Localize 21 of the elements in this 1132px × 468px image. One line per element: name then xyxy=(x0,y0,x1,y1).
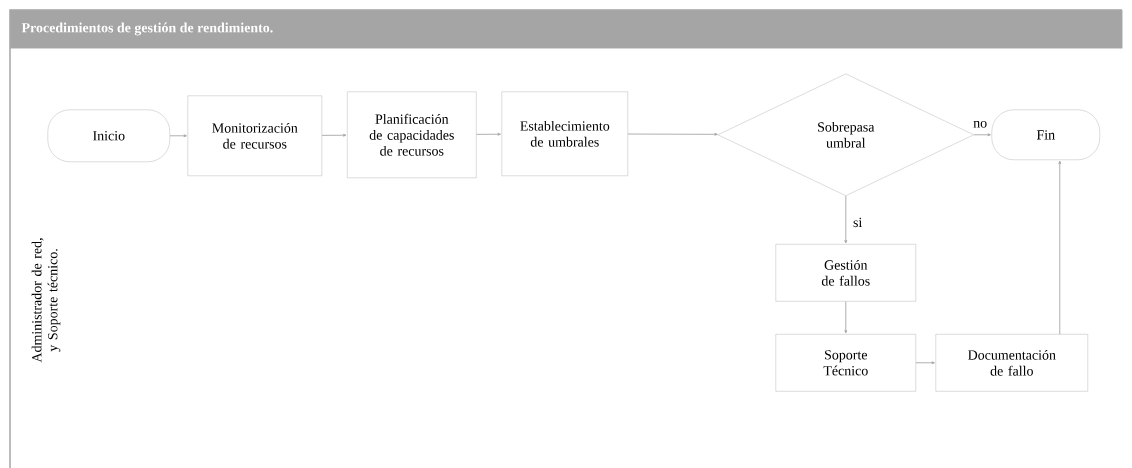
arrow xyxy=(321,133,347,137)
lane-label: Administrador de red, y Soporte técnico. xyxy=(31,238,61,363)
edge-label: no xyxy=(972,119,989,129)
arrow xyxy=(915,361,935,365)
process-box: Soporte Técnico xyxy=(775,334,916,392)
arrow xyxy=(973,133,991,137)
arrow xyxy=(1058,160,1062,335)
process-box: Documentación de fallo xyxy=(935,334,1088,392)
arrow xyxy=(844,301,848,334)
arrow xyxy=(476,132,501,136)
header-band: Procedimientos de gestión de rendimiento. xyxy=(10,10,1123,49)
process-box: Establecimiento de umbrales xyxy=(501,91,628,176)
edge-label: si xyxy=(852,216,864,229)
process-box: Monitorización de recursos xyxy=(187,95,322,176)
process-box: Gestión de fallos xyxy=(775,244,916,302)
arrow xyxy=(169,134,187,138)
process-box: Planificación de capacidades de recursos xyxy=(347,91,477,178)
end-terminal: Fin xyxy=(991,109,1100,160)
start-terminal: Inicio xyxy=(47,109,170,162)
arrow xyxy=(627,132,718,136)
arrow xyxy=(844,195,848,244)
